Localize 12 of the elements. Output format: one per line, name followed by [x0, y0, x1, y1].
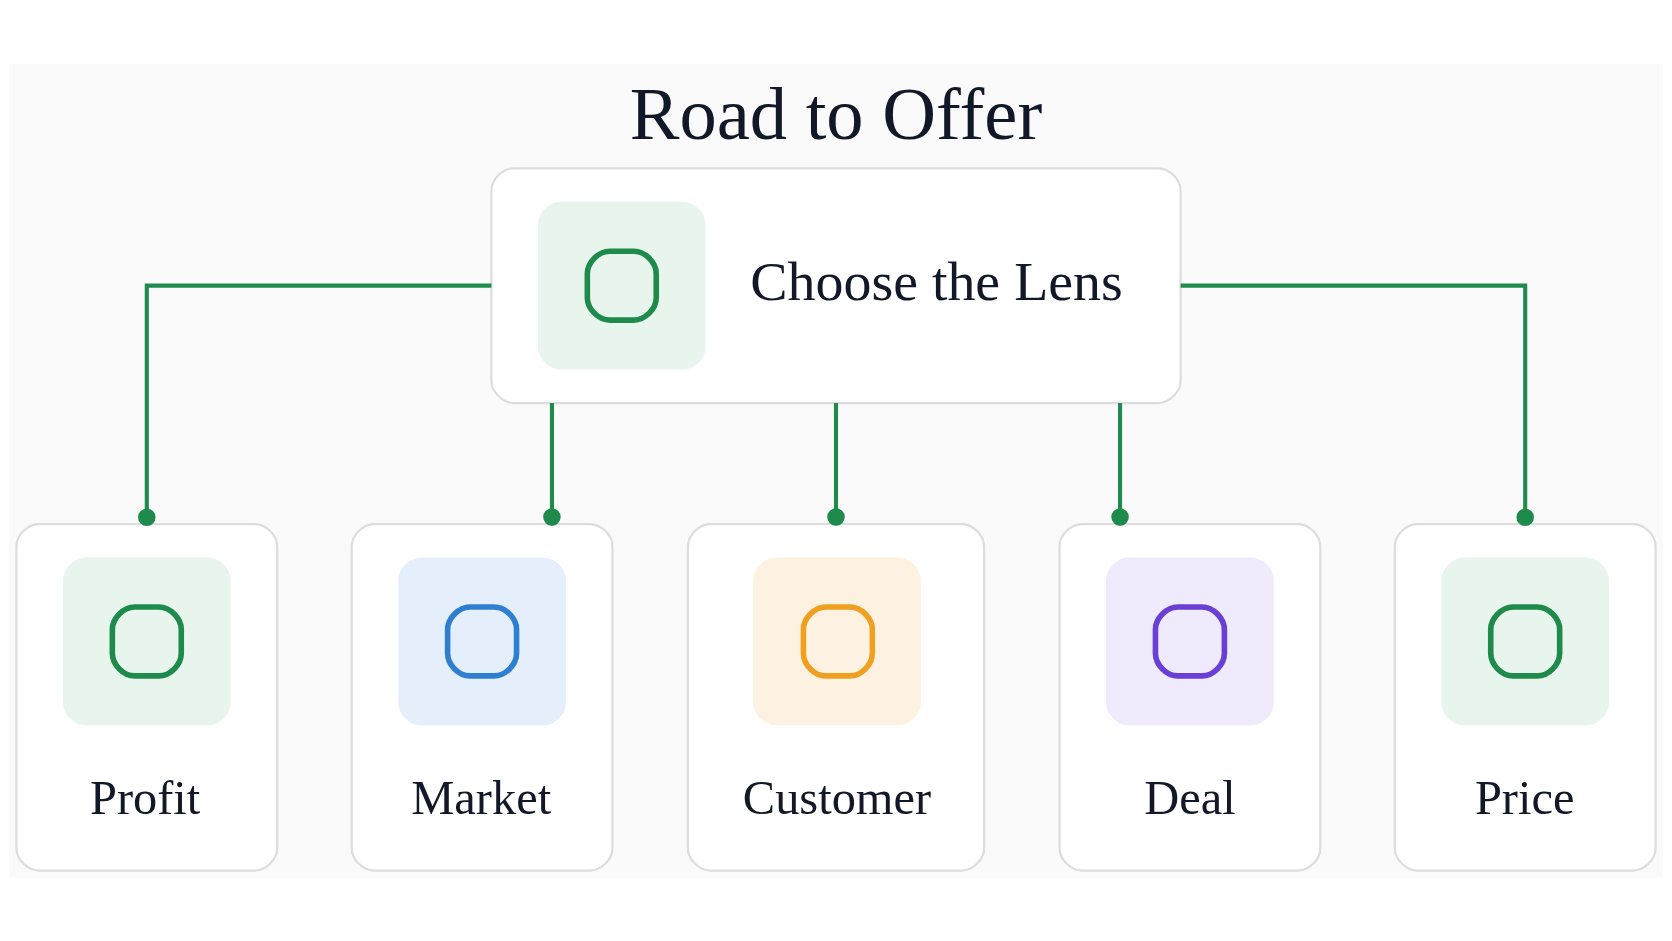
node-box: Price — [1393, 522, 1657, 872]
connector — [1111, 402, 1129, 526]
node-box: Profit — [15, 522, 279, 872]
connector — [827, 402, 845, 526]
node-box: Market — [350, 522, 614, 872]
node-box: Deal — [1058, 522, 1322, 872]
connector — [1180, 283, 1534, 526]
connector — [543, 402, 561, 526]
diagram-title: Road to Offer — [629, 72, 1043, 155]
node-box: Choose the Lens — [490, 166, 1182, 404]
connector — [138, 283, 492, 526]
node-box: Customer — [686, 522, 986, 872]
